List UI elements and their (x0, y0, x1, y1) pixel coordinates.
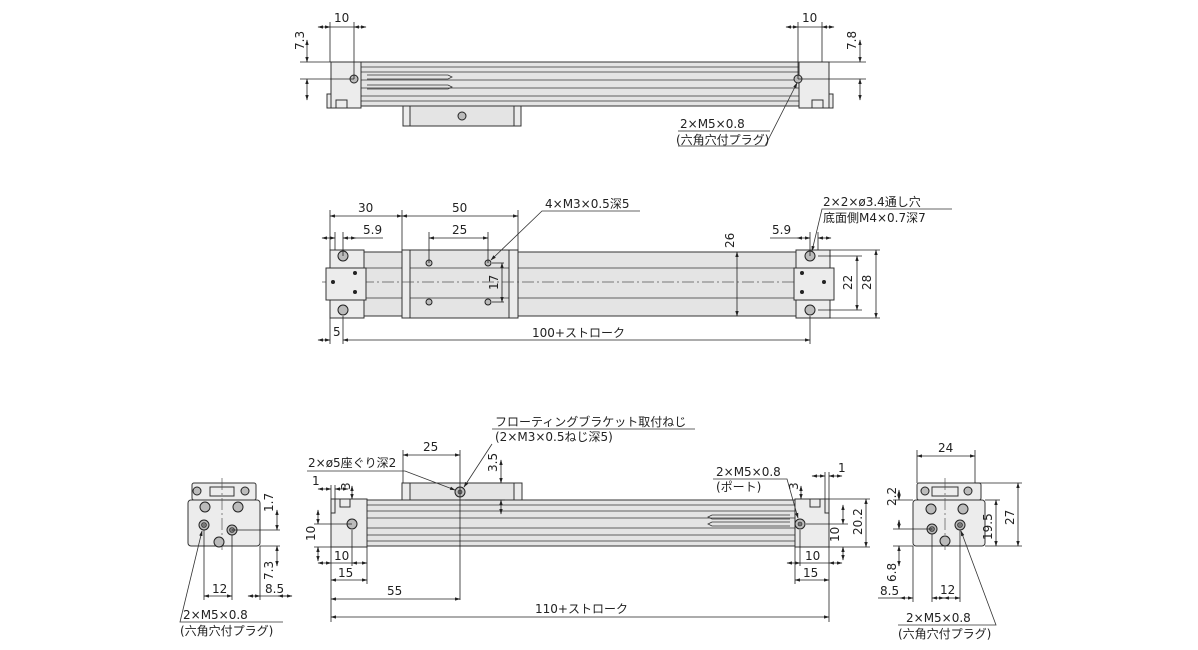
dim-label: 19.5 (981, 513, 995, 540)
callout-label: 2×M5×0.8 (906, 611, 971, 625)
callout-label: 4×M3×0.5深5 (545, 197, 629, 211)
dim-label: 28 (860, 275, 874, 290)
plan-view: 30 50 25 5.9 5.9 17 26 22 28 5 100+ストローク… (317, 194, 952, 344)
callout-label: 2×M5×0.8 (716, 465, 781, 479)
dim-label: 3 (787, 482, 801, 490)
callout-label: (2×M3×0.5ねじ深5) (495, 430, 613, 444)
dim-label: 10 (304, 526, 318, 541)
dim-label: 100+ストローク (532, 326, 625, 340)
dim-label: 10 (828, 527, 842, 542)
slider-hole-icon (457, 111, 467, 121)
callout-label: (ポート) (716, 480, 761, 494)
dim-label: 12 (212, 582, 227, 596)
dim-label: 15 (803, 566, 818, 580)
dim-label: 25 (423, 440, 438, 454)
top-view: 10 10 7.3 7.8 2×M5×0.8 (六角穴付プラグ) (293, 11, 866, 147)
dim-label: 8.5 (880, 584, 899, 598)
callout-label: 2×ø5座ぐり深2 (308, 455, 396, 470)
cylinder-tube (359, 61, 801, 107)
dim-label: 3.5 (486, 453, 500, 472)
dim-label: 5 (333, 325, 341, 339)
dim-label: 8.5 (265, 582, 284, 596)
callout-label: (六角穴付プラグ) (180, 623, 273, 638)
dim-label: 12 (940, 583, 955, 597)
thread-hole-icon (484, 298, 492, 306)
dim-label: 5.9 (772, 223, 791, 237)
callout-label: 2×2×ø3.4通し穴 (823, 194, 921, 209)
left-end-view: 1.7 7.3 12 8.5 2×M5×0.8 (六角穴付プラグ) (179, 478, 293, 638)
dim-label: 27 (1003, 510, 1017, 525)
dim-label: 7.8 (845, 31, 859, 50)
thread-hole-icon (425, 298, 433, 306)
callout-label: 底面側M4×0.7深7 (823, 210, 926, 225)
dim-label: 24 (938, 441, 953, 455)
dim-label: 50 (452, 201, 467, 215)
right-end-view: 24 2.2 6.8 19.5 27 8.5 12 2×M5×0.8 (六角穴付… (878, 441, 1022, 641)
dim-label: 3 (339, 482, 353, 490)
dim-label: 10 (334, 549, 349, 563)
callout-label: 2×M5×0.8 (680, 117, 745, 131)
dim-label: 6.8 (885, 563, 899, 582)
dim-label: 5.9 (363, 223, 382, 237)
dim-label: 10 (805, 549, 820, 563)
dim-label: 20.2 (851, 508, 865, 535)
dim-label: 22 (841, 275, 855, 290)
callout-label: フローティングブラケット取付ねじ (495, 414, 686, 429)
dim-label: 10 (334, 11, 349, 25)
mount-hole-icon (337, 304, 349, 316)
dim-label: 1.7 (262, 493, 276, 512)
dim-label: 15 (338, 566, 353, 580)
dim-label: 17 (487, 275, 501, 290)
dim-label: 55 (387, 584, 402, 598)
mount-hole-icon (804, 304, 816, 316)
dim-label: 1 (838, 461, 846, 475)
dim-label: 7.3 (262, 561, 276, 580)
dim-label: 110+ストローク (535, 602, 628, 616)
dim-label: 26 (723, 233, 737, 248)
cylinder-tube (365, 499, 797, 547)
dim-label: 1 (312, 474, 320, 488)
callout-label: (六角穴付プラグ) (676, 132, 769, 147)
callout-label: (六角穴付プラグ) (898, 626, 991, 641)
callout-label: 2×M5×0.8 (183, 608, 248, 622)
dim-label: 10 (802, 11, 817, 25)
dim-label: 30 (358, 201, 373, 215)
dim-label: 2.2 (885, 487, 899, 506)
dim-label: 25 (452, 223, 467, 237)
side-view: フローティングブラケット取付ねじ (2×M3×0.5ねじ深5) 25 3.5 2… (304, 414, 870, 622)
dim-label: 7.3 (293, 31, 307, 50)
